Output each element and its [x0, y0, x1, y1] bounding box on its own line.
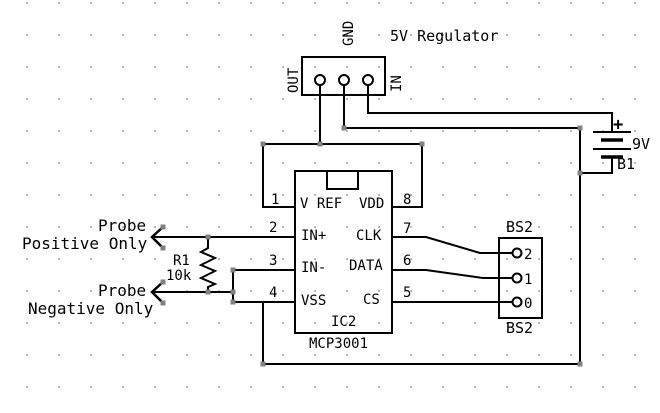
junction-dots	[160, 125, 583, 367]
bs2-terminal-0	[511, 296, 523, 308]
bs2-body	[498, 237, 543, 319]
bs2-terminal-2-label: 2	[524, 247, 532, 263]
probe-positive-label-line2: Positive Only	[22, 234, 148, 253]
wires	[154, 84, 613, 365]
resistor-component: R1 10k	[166, 237, 218, 292]
ic-pin5-number: 5	[403, 285, 411, 301]
junction-dot	[205, 289, 211, 295]
junction-dot	[160, 245, 166, 251]
regulator-gnd-terminal	[338, 74, 350, 86]
probe-negative-label-line1: Probe	[98, 281, 146, 300]
regulator-gnd-label: GND	[341, 21, 357, 46]
regulator-component: 5V Regulator GND OUT IN	[286, 21, 498, 96]
battery-designator: B1	[617, 155, 635, 173]
ic-pin6-number: 6	[403, 253, 411, 269]
bs2-component: BS2 2 1 0 BS2	[498, 218, 543, 337]
regulator-out-terminal	[314, 74, 326, 86]
regulator-title: 5V Regulator	[390, 27, 498, 45]
ic-pin2-name: IN+	[301, 228, 326, 244]
ic-pin7-name: CLK	[356, 228, 382, 244]
probe-positive-arrow-icon	[150, 225, 165, 250]
regulator-out-label: OUT	[286, 67, 302, 93]
wire-in-to-battery	[367, 112, 613, 133]
wire-bus-to-pin8	[391, 143, 423, 208]
junction-dot	[160, 279, 166, 285]
probe-negative-label-line2: Negative Only	[28, 299, 154, 318]
resistor-zigzag	[198, 237, 218, 292]
ic-pin4-number: 4	[269, 285, 277, 301]
junction-dot	[230, 267, 236, 273]
probe-negative-arrow-icon	[150, 280, 165, 305]
battery-voltage-label: 9V	[632, 135, 650, 153]
battery-component: + 9V B1	[593, 115, 650, 173]
ic-pin8-name: VDD	[359, 196, 384, 212]
junction-dot	[230, 289, 236, 295]
junction-dot	[160, 300, 166, 306]
resistor-designator: R1	[173, 253, 190, 269]
bs2-terminal-0-label: 0	[524, 296, 532, 312]
bs2-terminal-1	[511, 272, 523, 284]
bs2-terminal-1-label: 1	[524, 272, 532, 288]
ic-component: 1 8 2 7 3 6 4 5 V REF VDD IN+ CLK IN- DA…	[269, 170, 411, 352]
ic-part-number: MCP3001	[309, 336, 368, 352]
regulator-body	[301, 56, 386, 96]
bs2-terminal-2	[511, 247, 523, 259]
bs2-label-bottom: BS2	[506, 319, 533, 337]
junction-dot	[577, 125, 583, 131]
junction-dot	[317, 141, 323, 147]
ic-pin2-number: 2	[269, 220, 277, 236]
junction-dot	[260, 361, 266, 367]
wire-battery-neg-lead	[579, 156, 613, 174]
regulator-in-label: IN	[389, 75, 405, 92]
junction-dot	[260, 141, 266, 147]
ic-pin6-name: DATA	[349, 258, 383, 274]
ic-pin7-number: 7	[403, 221, 411, 237]
junction-dot	[230, 299, 236, 305]
junction-dot	[419, 141, 425, 147]
junction-dot	[205, 234, 211, 240]
ic-pin1-name: V REF	[300, 196, 342, 212]
wire-bus-to-pin1	[262, 143, 296, 208]
junction-dot	[160, 224, 166, 230]
ic-designator: IC2	[331, 314, 356, 330]
wire-clk-to-bs2-2	[391, 236, 514, 254]
ic-pin5-name: CS	[363, 292, 380, 308]
ic-pin3-name: IN-	[301, 260, 326, 276]
probe-positive-label-line1: Probe	[98, 216, 146, 235]
battery-plus-sign: +	[613, 115, 623, 135]
ic-notch	[326, 170, 359, 190]
ic-pin8-number: 8	[403, 192, 411, 208]
probe-annotations: Probe Positive Only Probe Negative Only	[22, 216, 165, 318]
junction-dot	[577, 170, 583, 176]
ic-pin1-number: 1	[271, 192, 279, 208]
regulator-in-terminal	[362, 74, 374, 86]
junction-dot	[341, 125, 347, 131]
junction-dot	[577, 361, 583, 367]
bs2-label-top: BS2	[506, 218, 533, 236]
ic-pin3-number: 3	[269, 253, 277, 269]
ic-pin4-name: VSS	[301, 293, 326, 309]
resistor-value: 10k	[166, 268, 192, 284]
